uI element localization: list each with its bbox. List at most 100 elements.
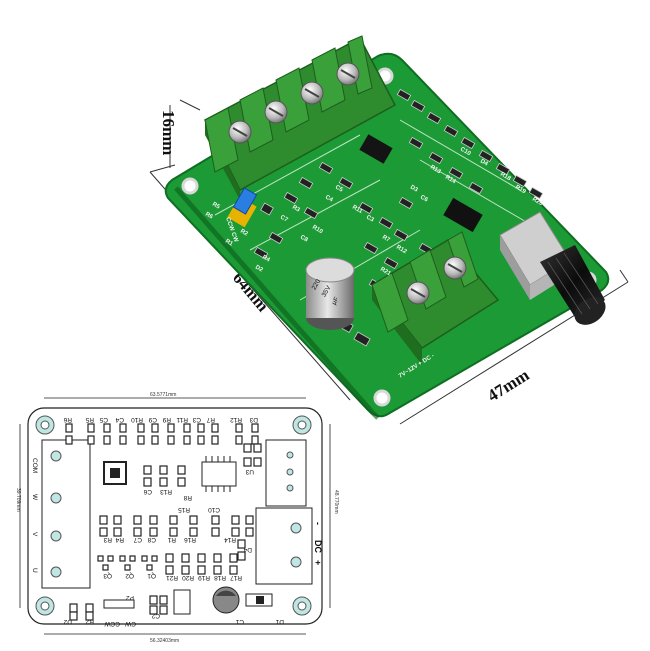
label-plus: + (313, 560, 323, 565)
board-photo: 16mm 64mm 47mm (149, 35, 629, 425)
pad (151, 435, 159, 445)
pad (85, 611, 94, 621)
switch-p2 (103, 599, 135, 609)
left-connector (41, 439, 91, 589)
label-d3: D3 (249, 416, 258, 423)
pad (124, 564, 131, 571)
label-v: V (31, 532, 38, 537)
label-c8: C8 (147, 536, 156, 543)
right-dimension: 48.770mm (333, 490, 339, 514)
pad (181, 565, 190, 575)
pad (211, 515, 220, 525)
label-u3: U3 (245, 468, 254, 475)
silk-label: R4 (261, 255, 271, 264)
pad (189, 515, 198, 525)
top-dimension: 63.5771mm (150, 392, 176, 398)
right-connector-pot (265, 439, 307, 507)
label-r14: R14 (224, 536, 236, 543)
silk-label: R3 (291, 205, 301, 214)
pad (102, 564, 109, 571)
pad (149, 605, 158, 615)
cap-value: 220 (311, 278, 323, 291)
label-r5: R5 (85, 416, 94, 423)
silk-label: C3 (365, 215, 375, 224)
pad (133, 515, 142, 525)
pad (237, 539, 246, 549)
label-r12: R12 (230, 416, 242, 423)
pad (169, 515, 178, 525)
pad (69, 611, 78, 621)
label-c5: C5 (99, 416, 108, 423)
label-d2: D2 (63, 618, 72, 625)
label-r16: R16 (184, 536, 196, 543)
pad (177, 465, 186, 475)
pad (245, 527, 254, 537)
pad (99, 527, 108, 537)
label-r20: R20 (182, 574, 194, 581)
bottom-dimension: 56.32403mm (150, 638, 179, 644)
label-d1: D1 (275, 618, 284, 625)
silk-label: R19 (514, 185, 527, 196)
width-dimension: 47mm (484, 365, 533, 405)
pad (87, 435, 95, 445)
label-cw: CW (124, 620, 136, 627)
silk-label: R12 (395, 245, 408, 256)
silk-label: D3 (409, 185, 419, 194)
label-p2: P2 (126, 594, 134, 601)
label-c10: C10 (208, 506, 220, 513)
pad (229, 553, 238, 563)
pad (213, 565, 222, 575)
layout-drawing: 63.5771mm 56.32403mm 39.709mm 48.770mm (15, 392, 339, 644)
schematic-pads (65, 423, 262, 621)
label-c1: C1 (235, 618, 244, 625)
pad (143, 477, 152, 487)
pad (231, 515, 240, 525)
silk-label: C5 (334, 185, 344, 194)
label-q2: Q2 (125, 572, 134, 579)
pad (211, 527, 220, 537)
silk-label: D4 (479, 159, 489, 168)
pad (149, 515, 158, 525)
ic-chips (359, 134, 483, 233)
pad (237, 551, 246, 561)
pad (113, 515, 122, 525)
pad (119, 555, 126, 562)
label-c6: C6 (143, 488, 152, 495)
silk-label: R21 (379, 267, 392, 278)
pad (165, 553, 174, 563)
pad (97, 555, 104, 562)
pad (65, 435, 73, 445)
pad (167, 423, 175, 433)
label-r8: R8 (183, 494, 192, 501)
label-c4: C4 (115, 416, 124, 423)
pad (103, 435, 111, 445)
label-ccw: CCW (104, 620, 120, 627)
label-q3: Q3 (103, 572, 112, 579)
label-u: U (31, 568, 38, 573)
pad (149, 527, 158, 537)
photo-silk-labels: R6R5R1R2D2R4C7R3C8R10C4C5R11C3R7R12D3C6R… (204, 147, 544, 278)
silk-label: R2 (239, 229, 249, 238)
pad (69, 603, 78, 613)
label-r18: R18 (214, 574, 226, 581)
silk-label: C8 (299, 235, 309, 244)
pad (151, 555, 158, 562)
label-w: W (31, 494, 38, 501)
pad (231, 527, 240, 537)
silk-label: R13 (429, 165, 442, 176)
pad (129, 555, 136, 562)
label-c7: C7 (133, 536, 142, 543)
pad (253, 457, 262, 467)
label-d4: D4 (243, 546, 252, 553)
left-dimension: 39.709mm (15, 488, 21, 512)
terminal-block-power: 7V~12V + DC - (370, 231, 500, 380)
label-r17: R17 (230, 574, 242, 581)
silk-label: R10 (311, 225, 324, 236)
label-minus: - (313, 522, 323, 525)
silk-label: C6 (419, 195, 429, 204)
silk-label: R6 (204, 212, 214, 221)
pad (235, 423, 243, 433)
height-dimension: 16mm (159, 110, 178, 155)
label-com: COM (31, 458, 38, 473)
